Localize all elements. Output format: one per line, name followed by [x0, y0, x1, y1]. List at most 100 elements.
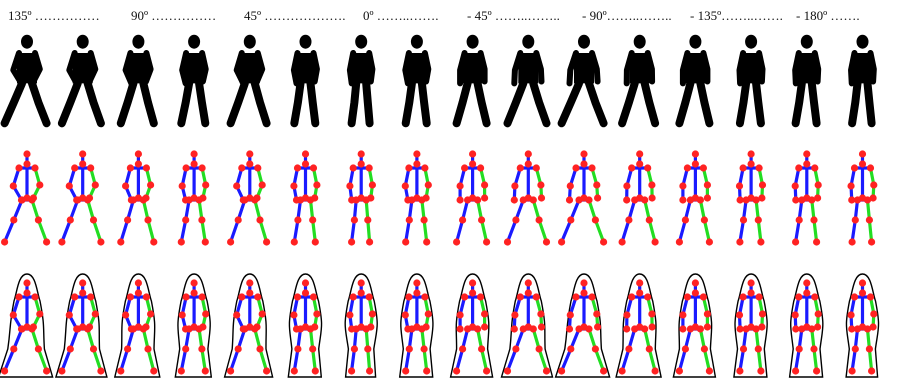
walker-skeleton — [58, 150, 104, 245]
skeleton-joint — [756, 164, 763, 171]
skeleton-joint — [477, 293, 484, 300]
skeleton-joint — [854, 196, 861, 203]
skeleton-joint — [870, 310, 877, 317]
walker-skeleton — [227, 150, 270, 245]
skeleton-joint — [405, 164, 412, 171]
silhouette-arm — [759, 53, 762, 82]
skeleton-joint — [687, 325, 694, 332]
skeleton-joint — [117, 367, 124, 374]
walker-skeleton — [178, 150, 210, 245]
skeleton-joint — [124, 216, 131, 223]
skeleton-joint — [92, 310, 99, 317]
skeleton-joint — [796, 216, 803, 223]
silhouette-leg — [311, 83, 316, 123]
skeleton-joint — [792, 311, 799, 318]
skeleton-joint — [358, 279, 365, 286]
walker-silhouette — [62, 35, 101, 124]
skeleton-joint — [631, 196, 638, 203]
skeleton-joint — [23, 150, 30, 157]
skeleton-joint — [35, 345, 42, 352]
skeleton-joint — [307, 325, 314, 332]
silhouette-leg — [852, 83, 857, 123]
skeleton-joint — [859, 289, 866, 296]
skeleton-joint — [847, 311, 854, 318]
silhouette-arm — [740, 53, 744, 83]
skeleton-strip — [0, 143, 904, 253]
skeleton-joint — [202, 238, 209, 245]
skeleton-joint — [58, 367, 65, 374]
skeleton-joint — [227, 367, 234, 374]
skeleton-joint — [425, 310, 432, 317]
skeleton-joint — [644, 164, 651, 171]
skeleton-joint — [481, 194, 488, 201]
skeleton-joint — [302, 150, 309, 157]
skeleton-joint — [704, 323, 711, 330]
walker-skeleton — [1, 150, 50, 245]
silhouette-leg — [478, 83, 487, 123]
skeleton-joint — [302, 160, 309, 167]
skeleton-joint — [536, 345, 543, 352]
silhouette-leg — [562, 83, 579, 123]
skeleton-joint — [592, 345, 599, 352]
skeleton-joint — [183, 164, 190, 171]
silhouette-leg — [32, 83, 47, 123]
silhouette-leg — [740, 83, 746, 123]
skeleton-joint — [90, 216, 97, 223]
skeleton-joint — [457, 196, 464, 203]
skeleton-joint — [263, 367, 270, 374]
silhouette-head — [467, 35, 479, 49]
walker-skeleton — [619, 150, 659, 245]
skeleton-joint — [198, 345, 205, 352]
walker-skeleton — [736, 150, 766, 245]
walker-silhouette — [679, 35, 709, 124]
skeleton-joint — [567, 216, 574, 223]
skeleton-joint — [649, 194, 656, 201]
skeleton-joint — [67, 216, 74, 223]
skeleton-joint — [481, 323, 488, 330]
silhouette-strip — [0, 30, 904, 135]
walker-silhouette — [181, 35, 205, 124]
skeleton-joint — [849, 367, 856, 374]
walker-skeleton — [846, 274, 878, 377]
skeleton-joint — [692, 160, 699, 167]
walker-skeleton — [673, 274, 715, 377]
skeleton-joint — [453, 367, 460, 374]
skeleton-joint — [520, 196, 527, 203]
silhouette-leg — [294, 83, 300, 123]
skeleton-row — [0, 143, 904, 253]
skeleton-joint — [402, 238, 409, 245]
skeleton-joint — [350, 293, 357, 300]
walker-silhouette — [231, 35, 267, 124]
skeleton-joint — [580, 279, 587, 286]
skeleton-joint — [525, 160, 532, 167]
skeleton-joint — [644, 293, 651, 300]
skeleton-joint — [512, 345, 519, 352]
skeleton-joint — [135, 150, 142, 157]
skeleton-joint — [122, 311, 129, 318]
skeleton-joint — [803, 279, 810, 286]
skeleton-joint — [364, 345, 371, 352]
skeleton-joint — [810, 345, 817, 352]
silhouette-leg — [143, 83, 153, 123]
skeleton-joint — [646, 216, 653, 223]
skeleton-joint — [302, 279, 309, 286]
skeleton-joint — [567, 345, 574, 352]
skeleton-joint — [363, 196, 370, 203]
silhouette-head — [634, 35, 646, 49]
skeleton-joint — [474, 196, 481, 203]
skeleton-joint — [291, 367, 298, 374]
skeleton-joint — [238, 293, 245, 300]
skeleton-joint — [866, 216, 873, 223]
skeleton-joint — [191, 289, 198, 296]
skeleton-joint — [241, 325, 248, 332]
skeleton-joint — [23, 160, 30, 167]
silhouette-head — [355, 35, 367, 49]
skeleton-joint — [566, 196, 573, 203]
skeleton-joint — [748, 160, 755, 167]
skeleton-joint — [233, 182, 240, 189]
skeleton-joint — [813, 238, 820, 245]
skeleton-joint — [533, 164, 540, 171]
skeleton-joint — [755, 216, 762, 223]
silhouette-arm — [815, 53, 818, 82]
skeleton-joint — [179, 182, 186, 189]
